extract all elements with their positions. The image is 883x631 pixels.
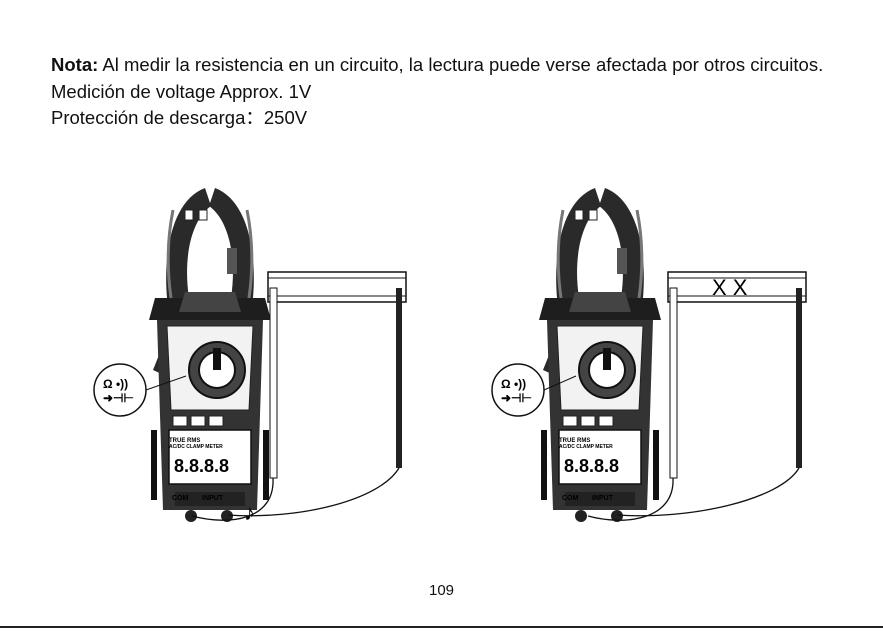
- right-terminal-com: COM: [562, 495, 579, 502]
- voltage-line: Medición de voltage Approx. 1V: [51, 79, 833, 106]
- right-lcd-readout: 8.8.8.8: [564, 456, 619, 476]
- note-label: Nota:: [51, 54, 98, 75]
- protection-line: Protección de descarga：250V: [51, 105, 833, 132]
- left-black-probe: [396, 288, 402, 468]
- right-black-probe: [796, 288, 802, 468]
- note-text: Al medir la resistencia en un circuito, …: [98, 54, 823, 75]
- bottom-divider: [0, 626, 883, 628]
- right-symbols-bottom: ➜⊣⊢: [501, 391, 532, 405]
- left-circuit-resistor: [268, 272, 406, 302]
- instruction-text: Nota: Al medir la resistencia en un circ…: [51, 52, 833, 132]
- right-symbols-top: Ω •)): [501, 377, 526, 391]
- left-display-label-2: AC/DC CLAMP METER: [169, 444, 223, 450]
- right-display-label-2: AC/DC CLAMP METER: [559, 444, 613, 450]
- left-terminal-input: INPUT: [202, 495, 224, 502]
- right-meter-figure: TRUE RMS AC/DC CLAMP METER 8.8.8.8 COM I…: [492, 188, 806, 522]
- beep-icon: ♪: [244, 500, 255, 525]
- left-terminal-com: COM: [172, 495, 189, 502]
- left-symbols-bottom: ➜⊣⊢: [103, 391, 134, 405]
- left-symbols-top: Ω •)): [103, 377, 128, 391]
- page-number: 109: [0, 582, 883, 599]
- right-terminal-input: INPUT: [592, 495, 614, 502]
- open-circuit-marks: X X: [712, 275, 748, 300]
- figures-illustration: TRUE RMS AC/DC CLAMP METER 8.8.8.8 COM I…: [0, 170, 883, 530]
- left-meter-figure: TRUE RMS AC/DC CLAMP METER 8.8.8.8 COM I…: [94, 188, 406, 525]
- right-red-probe: [670, 288, 677, 478]
- left-red-probe: [270, 288, 277, 478]
- left-lcd-readout: 8.8.8.8: [174, 456, 229, 476]
- note-paragraph: Nota: Al medir la resistencia en un circ…: [51, 52, 833, 79]
